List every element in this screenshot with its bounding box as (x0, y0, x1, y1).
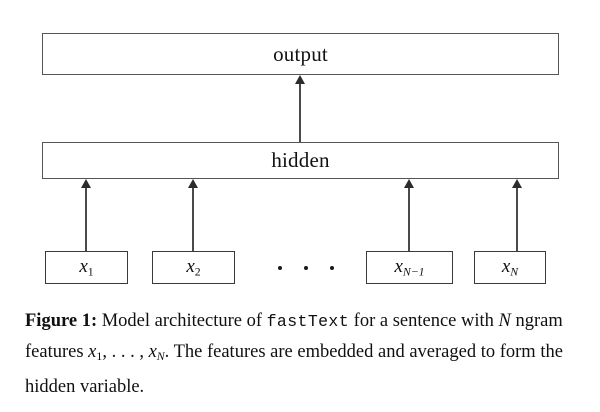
output-layer-box: output (42, 33, 559, 75)
caption-math-separator: , . . . , (102, 342, 149, 362)
output-layer-label: output (273, 41, 328, 66)
feature-label-x2: x2 (186, 255, 201, 279)
feature-box-xN-minus-1: xN−1 (366, 251, 453, 284)
caption-math-xN: xN (148, 342, 165, 363)
caption-text-part1: Model architecture of (97, 311, 267, 331)
dot-icon (330, 266, 334, 270)
arrow-xN-minus-1-to-hidden (408, 187, 410, 251)
feature-label-x1: x1 (79, 255, 94, 279)
figure-diagram: output hidden x1 x2 xN−1 xN (0, 0, 600, 300)
arrow-x1-to-hidden (85, 187, 87, 251)
caption-text-part3: ngram features (25, 311, 563, 362)
dot-icon (304, 266, 308, 270)
feature-box-x1: x1 (45, 251, 128, 284)
hidden-layer-box: hidden (42, 142, 559, 179)
caption-math-N: N (498, 311, 511, 331)
caption-figure-label: Figure 1: (25, 311, 98, 331)
arrow-hidden-to-output (299, 83, 301, 142)
caption-text-part2: for a sentence with (349, 311, 499, 331)
feature-box-x2: x2 (152, 251, 235, 284)
caption-mono-term: fastText (266, 312, 350, 331)
hidden-layer-label: hidden (271, 148, 330, 172)
caption-math-x1: x1 (88, 342, 103, 363)
caption-text-part4: . The features are embedded and averaged… (25, 342, 563, 397)
arrow-xN-to-hidden (516, 187, 518, 251)
dot-icon (278, 266, 282, 270)
arrow-x2-to-hidden (192, 187, 194, 251)
feature-box-xN: xN (474, 251, 546, 284)
ellipsis-dots (278, 255, 334, 281)
feature-label-xN-minus-1: xN−1 (394, 255, 425, 279)
feature-label-xN: xN (501, 255, 519, 279)
figure-caption: Figure 1: Model architecture of fastText… (25, 306, 580, 403)
